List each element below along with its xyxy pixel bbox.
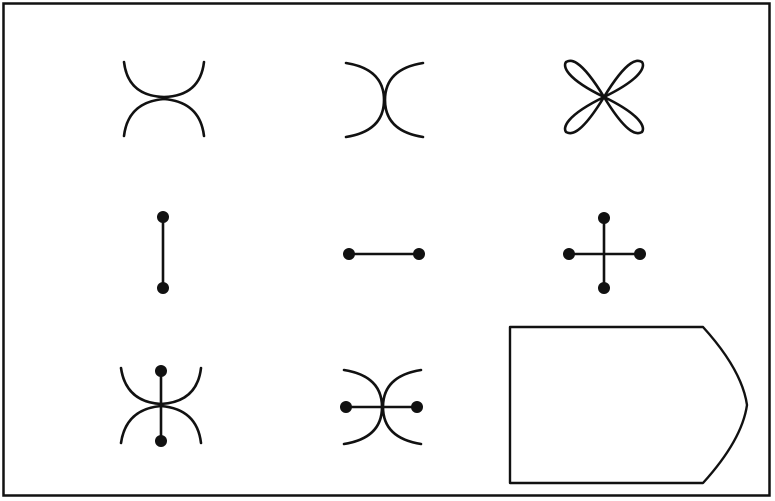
cell-r2c1-vertical-dumbbell bbox=[157, 211, 169, 294]
cell-r1c3-four-petal-flower bbox=[563, 59, 645, 135]
cell-r1c2-arcs-horizontal bbox=[344, 61, 425, 139]
cell-r3c3-answer-placeholder[interactable] bbox=[508, 325, 749, 485]
cell-r1c1-arcs-vertical bbox=[122, 60, 206, 138]
cell-r2c3-cross-dumbbell bbox=[563, 212, 646, 294]
cell-r3c1-arcs-with-vertical-dumbbell bbox=[119, 365, 203, 447]
cell-r3c2-arcs-with-horizontal-dumbbell bbox=[340, 368, 423, 446]
cell-r2c2-horizontal-dumbbell bbox=[343, 248, 425, 260]
